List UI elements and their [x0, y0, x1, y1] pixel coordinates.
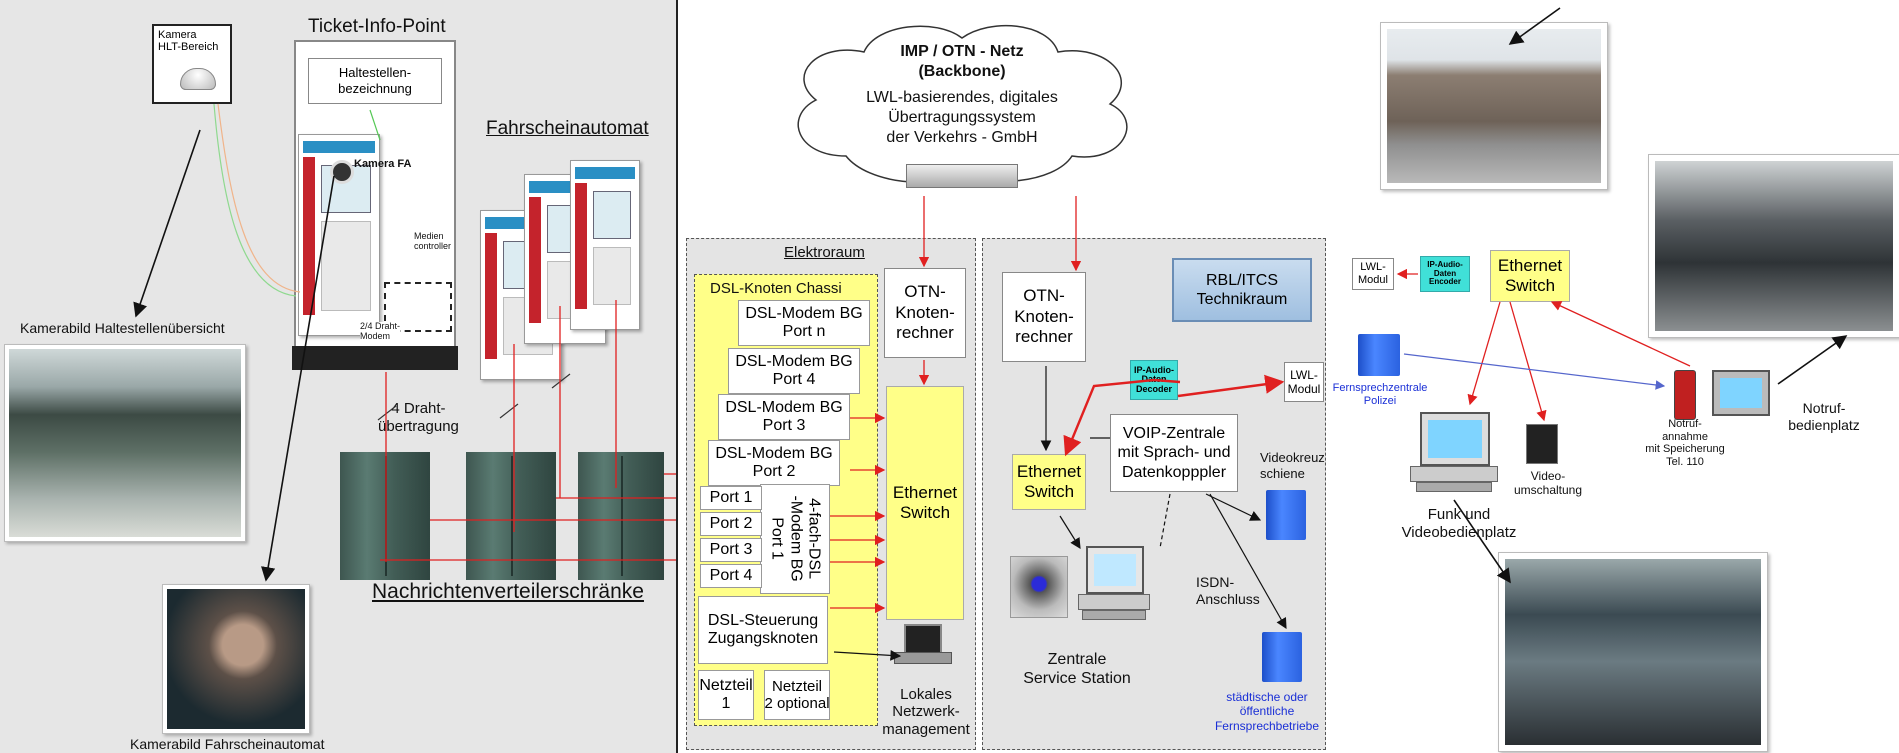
port-4-label: Port 4 [709, 566, 753, 584]
voip-zentrale: VOIP-Zentrale mit Sprach- und Datenkoppp… [1110, 414, 1238, 492]
netzteil-1: Netzteil 1 [698, 670, 754, 720]
dsl-modem-port-3-label: DSL-Modem BG Port 3 [725, 398, 843, 434]
ticket-machine-3 [570, 160, 640, 330]
funk-label: Funk und Videobedienplatz [1401, 506, 1517, 541]
ethernet-switch-2-label: Ethernet Switch [1016, 461, 1082, 501]
cloud-title: IMP / OTN - Netz (Backbone) [900, 43, 1024, 80]
netzteil-1-label: Netzteil 1 [699, 676, 753, 712]
vierfach-modem: 4-fach-DSL -Modem BG Port 1 [760, 484, 830, 594]
dsl-modem-port-4-label: DSL-Modem BG Port 4 [735, 352, 853, 388]
videokreuz-module-icon [1266, 490, 1306, 540]
modem-dashed-box [384, 282, 452, 332]
ticket-info-point-title: Ticket-Info-Point [308, 16, 446, 37]
fahrscheinautomat-photo [162, 584, 310, 734]
port-2-label: Port 2 [709, 514, 753, 532]
camera-hlt-box: Kamera HLT-Bereich [152, 24, 232, 104]
elektroraum-label: Elektroraum [784, 244, 865, 261]
cabinet-3 [578, 452, 664, 580]
fahrscheinautomat-title: Fahrscheinautomat [486, 118, 649, 139]
ethernet-switch-right-label: Ethernet Switch [1497, 255, 1563, 295]
notruf-bedien-label: Notruf- bedienplatz [1788, 400, 1860, 433]
videokreuz-label: Videokreuz schiene [1260, 450, 1325, 482]
control-room-photo-2 [1498, 552, 1768, 752]
video-switch-icon [1526, 424, 1558, 464]
netzteil-2: Netzteil 2 optional [764, 670, 830, 720]
port-2: Port 2 [700, 512, 762, 536]
port-1-label: Port 1 [709, 488, 753, 506]
isdn-label: ISDN- Anschluss [1196, 574, 1260, 607]
dsl-modem-port-4: DSL-Modem BG Port 4 [728, 348, 860, 394]
cloud-text: LWL-basierendes, digitales Übertragungss… [866, 89, 1058, 146]
ip-audio-encoder: IP-Audio- Daten Encoder [1420, 256, 1470, 292]
otn-2-label: OTN- Knoten- rechner [1014, 286, 1074, 347]
lwl-modul-right-label: LWL- Modul [1358, 260, 1388, 286]
dsl-steuerung-label: DSL-Steuerung Zugangsknoten [707, 611, 819, 647]
ticket-machine-pillar [298, 134, 380, 336]
ethernet-switch-2: Ethernet Switch [1012, 454, 1086, 510]
fernsprech-label: Fernsprechzentrale Polizei [1332, 382, 1428, 407]
ip-audio-encoder-label: IP-Audio- Daten Encoder [1427, 260, 1463, 287]
computer-icon-station [1078, 546, 1150, 626]
rbl-technikraum: RBL/ITCS Technikraum [1172, 258, 1312, 322]
haltestellen-label: Haltestellen- bezeichnung [338, 65, 412, 96]
cabinet-2 [466, 452, 556, 580]
dsl-modem-port-3: DSL-Modem BG Port 3 [718, 394, 850, 440]
lwl-modul-right: LWL- Modul [1352, 258, 1394, 290]
otn-knotenrechner-2: OTN- Knoten- rechner [1002, 272, 1086, 362]
notruf-annahme-label: Notruf- annahme mit Speicherung Tel. 110 [1645, 418, 1725, 468]
notruf-monitor-icon [1712, 370, 1770, 416]
netzteil-2-label: Netzteil 2 optional [764, 677, 830, 712]
haltestelle-photo [4, 344, 246, 542]
panel-divider [676, 0, 678, 753]
ethernet-switch-right: Ethernet Switch [1490, 250, 1570, 302]
dsl-chassi-label: DSL-Knoten Chassi [710, 280, 842, 297]
port-1: Port 1 [700, 486, 762, 510]
dsl-modem-port-2: DSL-Modem BG Port 2 [708, 440, 840, 486]
port-4: Port 4 [700, 564, 762, 588]
nachrichtenverteiler-label: Nachrichtenverteilerschränke [372, 580, 644, 604]
port-3: Port 3 [700, 538, 762, 562]
laptop-icon [894, 624, 952, 664]
voip-label: VOIP-Zentrale mit Sprach- und Datenkoppp… [1117, 425, 1231, 481]
port-3-label: Port 3 [709, 540, 753, 558]
dsl-steuerung: DSL-Steuerung Zugangsknoten [698, 596, 828, 664]
drahtmodem-label: 2/4 Draht- Modem [360, 321, 401, 342]
backbone-device-icon [906, 164, 1018, 188]
dsl-modem-port-n-label: DSL-Modem BG Port n [745, 304, 863, 340]
otn-knotenrechner-1: OTN- Knoten- rechner [884, 268, 966, 358]
fernsprech-module-icon [1358, 334, 1400, 376]
dsl-modem-port-2-label: DSL-Modem BG Port 2 [715, 444, 833, 480]
staedtische-label: städtische oder öffentliche Fernsprechbe… [1214, 690, 1320, 733]
zentrale-label: Zentrale Service Station [1023, 651, 1131, 688]
emergency-phone-icon [1674, 370, 1696, 420]
kamera-fa-label: Kamera FA [354, 158, 412, 170]
kamerabild-haltestelle-label: Kamerabild Haltestellenübersicht [20, 320, 225, 336]
service-station-device-icon [1010, 556, 1068, 618]
staedtische-module-icon [1262, 632, 1302, 682]
ethernet-switch-1: Ethernet Switch [886, 386, 964, 620]
pillar-base [292, 346, 458, 370]
kamerabild-fa-label: Kamerabild Fahrscheinautomat [130, 736, 325, 752]
camera-hlt-label: Kamera HLT-Bereich [158, 29, 219, 54]
control-room-photo-1 [1648, 154, 1899, 338]
medien-controller-label: Medien controller [414, 231, 452, 251]
funk-computer-icon [1410, 412, 1498, 496]
rbl-label: RBL/ITCS Technikraum [1196, 271, 1288, 308]
lokales-label: Lokales Netzwerk- management [882, 686, 970, 738]
lwl-modul-mid: LWL- Modul [1284, 362, 1324, 402]
dsl-modem-port-n: DSL-Modem BG Port n [738, 300, 870, 346]
haltestellen-sign: Haltestellen- bezeichnung [308, 58, 442, 104]
video-umschaltung-label: Video- umschaltung [1513, 469, 1583, 497]
ethernet-switch-1-label: Ethernet Switch [892, 482, 958, 522]
lwl-modul-mid-label: LWL- Modul [1287, 367, 1321, 396]
otn-1-label: OTN- Knoten- rechner [895, 282, 955, 343]
building-photo [1380, 22, 1608, 190]
vier-draht-label: 4 Draht- übertragung [378, 400, 459, 435]
